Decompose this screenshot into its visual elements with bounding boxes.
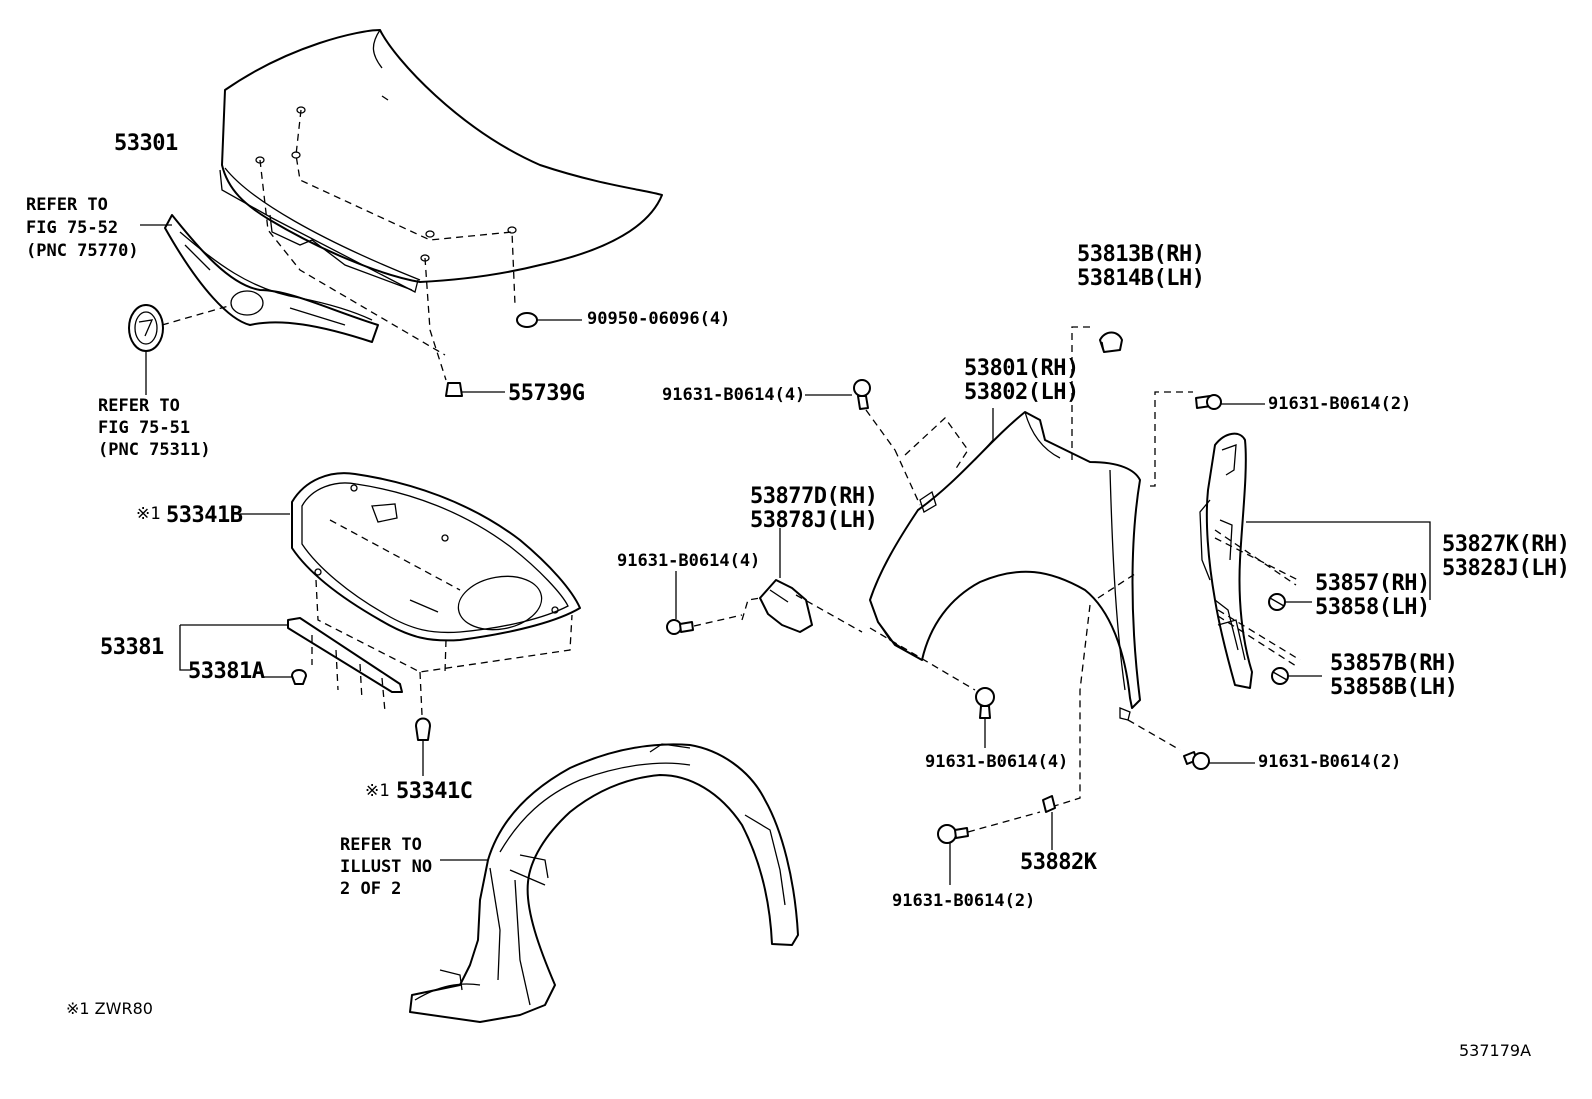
fender-bottom-bolt — [937, 811, 1041, 885]
label-bolt-upper-right: 91631-B0614(2) — [1268, 394, 1412, 414]
label-insulator-note-mark: ※1 — [136, 504, 161, 524]
label-fender-nut: 53882K — [1020, 850, 1097, 875]
label-seal-clip-upper: 53857(RH) 53858(LH) — [1315, 571, 1430, 620]
fender-upper-bolt — [805, 379, 896, 451]
label-hood: 53301 — [114, 131, 178, 156]
label-bracket-bolt: 91631-B0614(4) — [617, 551, 761, 571]
fender-nut — [1042, 795, 1056, 850]
illustration-id: 537179A — [1459, 1041, 1532, 1060]
label-bolt-upper-left: 91631-B0614(4) — [662, 385, 806, 405]
fender-liner — [409, 743, 799, 1023]
label-seal-clip: 53381A — [188, 659, 265, 684]
label-refer-fig-75-51: REFER TO FIG 75-51 (PNC 75311) — [98, 396, 211, 460]
front-fender — [869, 326, 1193, 809]
seal-clip-lower — [1271, 667, 1322, 685]
label-insulator-clip-note-mark: ※1 — [365, 781, 390, 801]
hood-clip — [445, 382, 505, 397]
label-bolt-bottom: 91631-B0614(2) — [892, 891, 1036, 911]
fender-lower-bolt — [975, 687, 995, 748]
fender-top-clip — [1099, 331, 1123, 353]
insulator-clip — [415, 717, 431, 776]
bracket-bolt — [666, 571, 743, 635]
label-hood-clip: 55739G — [508, 381, 585, 406]
fender-seal — [1199, 432, 1431, 689]
grille-trim — [140, 214, 379, 343]
label-liner-refer: REFER TO ILLUST NO 2 OF 2 — [340, 835, 433, 899]
label-bolt-lower-right: 91631-B0614(2) — [1258, 752, 1402, 772]
seal-clip — [262, 669, 307, 685]
hood-cushion — [516, 312, 582, 328]
seal-clip-upper — [1268, 593, 1312, 611]
label-fender-bracket: 53877D(RH) 53878J(LH) — [750, 484, 878, 533]
hood-insulator — [238, 472, 581, 716]
label-refer-fig-75-52: REFER TO FIG 75-52 (PNC 75770) — [26, 195, 139, 261]
fender-rear-bolt — [1183, 751, 1255, 770]
footnote: ※1 ZWR80 — [66, 999, 153, 1018]
label-fender-seal: 53827K(RH) 53828J(LH) — [1442, 532, 1570, 581]
label-hood-seal: 53381 — [100, 635, 164, 660]
label-front-fender: 53801(RH) 53802(LH) — [964, 356, 1079, 405]
front-emblem — [128, 304, 233, 395]
liner-upper-bolt — [1195, 394, 1265, 410]
label-insulator-clip: 53341C — [396, 779, 473, 804]
hood-panel — [219, 29, 663, 381]
label-fender-top-clip: 53813B(RH) 53814B(LH) — [1077, 242, 1205, 291]
hood-seal — [179, 617, 403, 713]
fender-bracket — [741, 528, 863, 633]
label-seal-clip-lower: 53857B(RH) 53858B(LH) — [1330, 651, 1458, 700]
label-hood-insulator: 53341B — [166, 503, 243, 528]
label-hood-cushion: 90950-06096(4) — [587, 309, 731, 329]
label-bolt-fender-bottom: 91631-B0614(4) — [925, 752, 1069, 772]
